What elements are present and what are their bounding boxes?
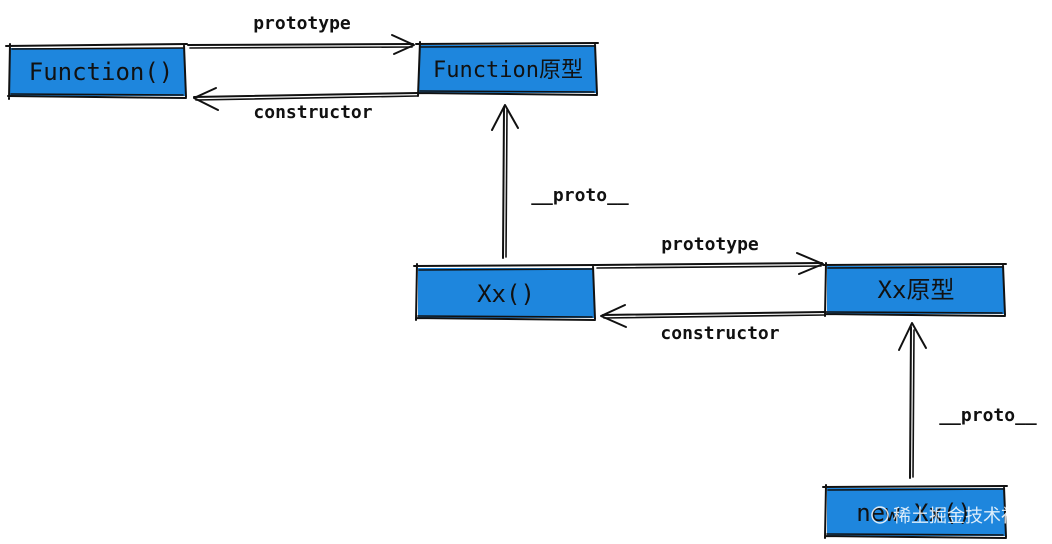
watermark-at-icon — [871, 506, 889, 524]
watermark-text: 稀土掘金技术社区 — [893, 506, 1037, 527]
node-function-ctor-label: Function() — [29, 58, 174, 86]
edge-xx-constructor-label: constructor — [660, 323, 779, 344]
edge-newxx-to-xxproto: __proto__ — [898, 322, 1037, 479]
node-new-xx: new Xx() — [822, 484, 1008, 539]
edge-xx-prototype: prototype — [595, 234, 824, 275]
node-xx-ctor: Xx() — [413, 263, 597, 321]
node-function-ctor: Function() — [5, 43, 188, 100]
edge-xx-prototype-label: prototype — [661, 234, 759, 255]
edge-fn-constructor-label: constructor — [253, 102, 372, 123]
edge-xx-to-fnproto-label: __proto__ — [531, 185, 629, 206]
node-function-proto: Function原型 — [415, 41, 599, 97]
edge-xx-constructor: constructor — [600, 304, 827, 344]
node-xx-ctor-label: Xx() — [477, 280, 535, 308]
node-function-proto-label: Function原型 — [433, 58, 583, 83]
node-xx-proto: Xx原型 — [822, 262, 1007, 317]
edge-fn-prototype: prototype — [187, 13, 415, 55]
edge-xx-to-fnproto: __proto__ — [491, 104, 629, 259]
edge-fn-prototype-label: prototype — [253, 13, 351, 34]
node-xx-proto-label: Xx原型 — [878, 276, 955, 304]
watermark: 稀土掘金技术社区 — [871, 506, 1037, 527]
edge-newxx-to-xxproto-label: __proto__ — [939, 405, 1037, 426]
edge-fn-constructor: constructor — [193, 87, 419, 123]
